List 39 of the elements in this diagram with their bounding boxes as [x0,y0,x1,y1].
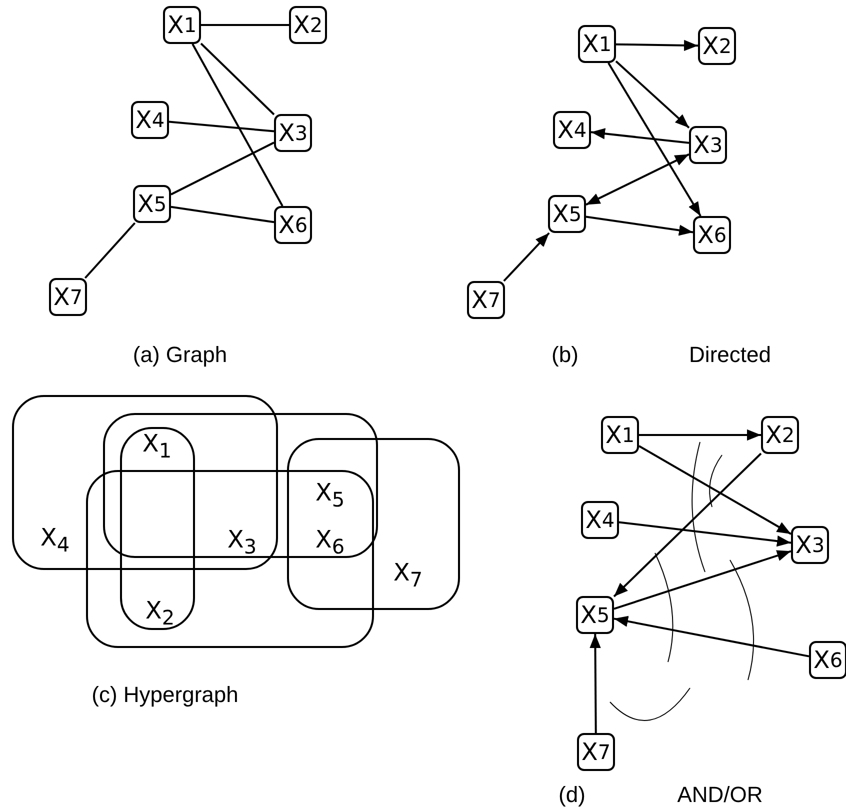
variable-label: X$_{2}$ [145,596,175,630]
connector-line [200,42,275,116]
hyperedge-outline [12,395,278,570]
caption: (a) Graph [132,342,228,368]
hyperedge-outline [86,470,374,648]
arrow [586,153,690,206]
hyperedge-outline [103,413,378,558]
arrow [618,521,792,547]
caption: (c) Hypergraph [92,682,238,708]
arrow [614,550,792,610]
connector-line [192,44,284,206]
variable-label: X$_{3}$ [227,526,257,558]
arrow [638,445,792,535]
arrow [613,452,762,598]
arrow [590,634,601,733]
variable-label: X$_{4}$ [40,524,70,556]
caption: (b) [552,342,578,368]
arrow [608,62,702,217]
arrow [586,216,694,236]
hyperedge-outline [120,427,195,630]
arrow [503,232,550,282]
variable-label: X$_{5}$ [315,478,345,512]
hyperedge-outline [287,438,460,610]
connector-line [170,142,274,196]
variable-label: X$_{6}$ [315,526,345,558]
arrow [590,128,690,144]
arrow [614,616,810,658]
connector-line [84,222,136,279]
connector-line [168,120,274,132]
connector-line [201,24,289,26]
arrow [615,60,690,128]
variable-label: X$_{1}$ [142,430,172,462]
caption: AND/OR [677,782,763,807]
caption: Directed [689,342,771,368]
connector-line [170,206,274,224]
arrow [616,40,698,52]
variable-label: X$_{7}$ [393,558,423,592]
caption: (d) [558,782,586,807]
arrow [639,429,761,441]
